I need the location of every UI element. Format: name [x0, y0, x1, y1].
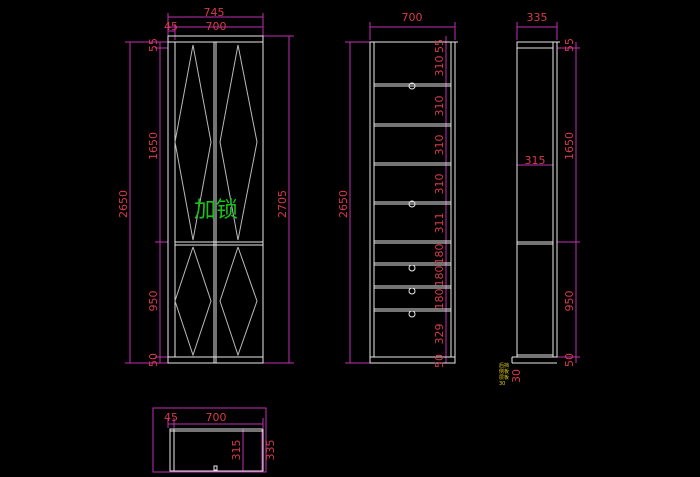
shelf-height: 180	[433, 266, 446, 287]
side-top-height: 55	[563, 38, 576, 52]
legend-line: 层板	[499, 374, 509, 381]
shelf-height: 310	[433, 135, 446, 156]
plan-inner-depth: 315	[230, 440, 243, 461]
front-view: 745 45 700 2650 55 1650 950 50 2705 加锁	[117, 6, 294, 367]
side-view: 335 315 55 1650 950 50 30 后挡 侧板 层板 30	[499, 11, 580, 387]
plan-width: 700	[206, 411, 227, 424]
side-base-height: 50	[563, 353, 576, 367]
side-depth: 335	[527, 11, 548, 24]
front-side-thickness: 45	[164, 20, 178, 33]
legend-line: 后挡	[499, 362, 509, 369]
front-top-section: 55	[147, 38, 160, 52]
front-right-height: 2705	[276, 190, 289, 218]
front-left-height: 2650	[117, 190, 130, 218]
plan-side-thickness: 45	[164, 411, 178, 424]
shelf-height: 310	[433, 96, 446, 117]
front-inner-width: 700	[206, 20, 227, 33]
legend-line: 30	[499, 381, 505, 387]
side-upper-height: 1650	[563, 132, 576, 160]
shelf-height: 310	[433, 174, 446, 195]
plan-depth: 335	[264, 440, 277, 461]
shelf-height: 329	[433, 324, 446, 345]
side-bottom-note: 30	[510, 369, 523, 383]
shelf-height: 50	[433, 354, 446, 368]
legend-line: 侧板	[499, 368, 509, 375]
plan-view: 45 700 315 335	[152, 407, 277, 473]
knob-icon	[408, 200, 416, 208]
shelf-height: 180	[433, 289, 446, 310]
knob-icon	[408, 310, 416, 318]
front-overall-width: 745	[204, 6, 225, 19]
front-lower-section: 950	[147, 291, 160, 312]
side-shelf-depth: 315	[525, 154, 546, 167]
interior-view: 700 2650 55 310 310 310 310 311 180 180 …	[337, 11, 458, 368]
knob-icon	[408, 82, 416, 90]
shelf-height: 55	[433, 39, 446, 53]
front-base-section: 50	[147, 353, 160, 367]
interior-width: 700	[402, 11, 423, 24]
front-upper-section: 1650	[147, 132, 160, 160]
knob-icon	[408, 287, 416, 295]
knob-icon	[408, 264, 416, 272]
shelf-height: 310	[433, 56, 446, 77]
lock-note: 加锁	[194, 198, 238, 223]
interior-left-height: 2650	[337, 190, 350, 218]
shelf-height: 311	[433, 213, 446, 234]
side-lower-height: 950	[563, 291, 576, 312]
shelf-height: 180	[433, 244, 446, 265]
